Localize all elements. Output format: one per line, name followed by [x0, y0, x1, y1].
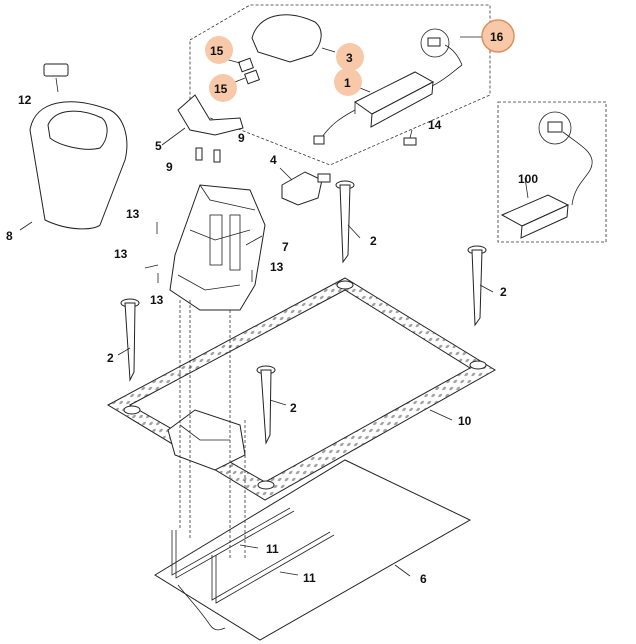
- label-plate: [43, 63, 69, 77]
- callout-4: 4: [270, 153, 277, 167]
- callout-12: 12: [18, 93, 32, 107]
- highlight-badge-3: [336, 43, 364, 71]
- charger-cover: [251, 14, 322, 63]
- screws-13: [144, 222, 253, 283]
- detail-box-100: [497, 101, 607, 243]
- callout-1: 1: [344, 76, 351, 90]
- callout-2c: 2: [107, 351, 114, 365]
- callout-5: 5: [155, 139, 162, 153]
- highlight-badges: [205, 19, 515, 102]
- leader-lines: [19, 36, 529, 577]
- callout-7: 7: [282, 240, 289, 254]
- highlight-badge-1: [334, 68, 362, 96]
- callout-13a: 13: [126, 207, 140, 221]
- plug-cable: [420, 28, 463, 66]
- callout-15b: 15: [214, 82, 228, 96]
- hood: [29, 101, 128, 230]
- callout-16: 16: [490, 30, 504, 44]
- callout-11b: 11: [303, 571, 316, 585]
- screws-9: [195, 147, 221, 163]
- callout-2b: 2: [500, 285, 507, 299]
- callout-14: 14: [428, 118, 442, 132]
- callout-2a: 2: [370, 234, 377, 248]
- highlight-badge-16: [481, 19, 515, 53]
- callout-labels: 15 15 3 1 16 14 12 5 9 9 4 100 8 13 13 1…: [6, 30, 538, 586]
- docking-chassis: [169, 184, 266, 311]
- callout-15a: 15: [210, 44, 224, 58]
- stakes: [120, 180, 487, 445]
- callout-13b: 13: [114, 247, 128, 261]
- callout-6: 6: [420, 572, 427, 586]
- assembly-lines: [179, 300, 246, 560]
- callout-3: 3: [346, 51, 353, 65]
- guide-wires: [171, 507, 335, 631]
- callout-9a: 9: [238, 131, 245, 145]
- wire-mat: [154, 459, 472, 641]
- callout-11a: 11: [266, 542, 279, 556]
- highlight-badge-15a: [205, 36, 233, 64]
- connector-part: [281, 171, 331, 206]
- detail-100-content: [500, 111, 593, 239]
- small-part-14: [403, 137, 417, 146]
- base-plate: [106, 277, 496, 501]
- callout-2d: 2: [290, 401, 297, 415]
- callout-100: 100: [518, 172, 538, 186]
- highlight-badge-15b: [209, 74, 237, 102]
- callout-10: 10: [458, 414, 472, 428]
- callout-8: 8: [6, 229, 13, 243]
- cover-part: [177, 94, 244, 136]
- callout-13d: 13: [270, 260, 284, 274]
- callout-13c: 13: [150, 293, 164, 307]
- callout-9b: 9: [166, 160, 173, 174]
- pads-15: [238, 57, 260, 85]
- power-supply: [313, 64, 463, 145]
